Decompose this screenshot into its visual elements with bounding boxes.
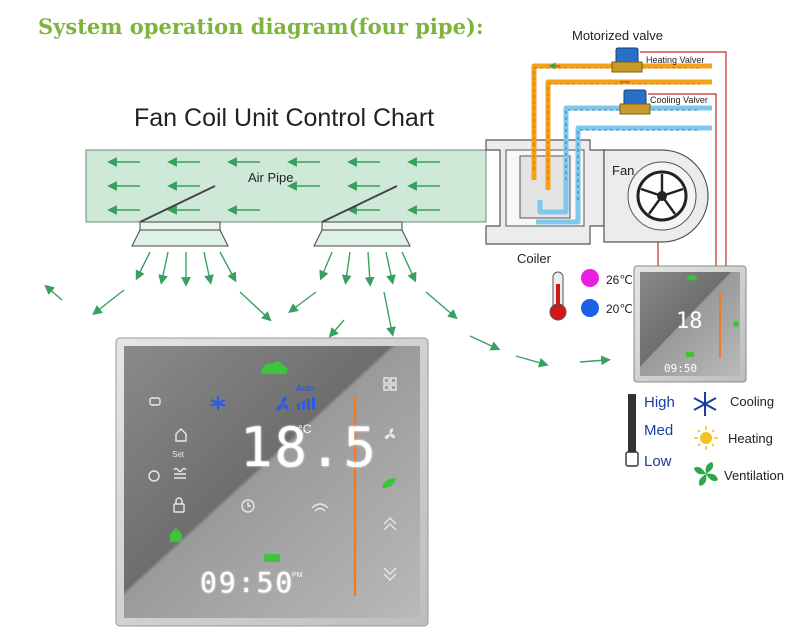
heating-flow-arrows: [548, 62, 630, 83]
heating-sun-icon: [694, 426, 718, 450]
cooling-valve-icon: [619, 89, 651, 115]
small-thermostat: 18 09:50: [633, 265, 747, 383]
diagram-title: System operation diagram(four pipe):: [38, 14, 484, 39]
fan-label: Fan: [612, 163, 635, 178]
fan-speed-med: Med: [644, 422, 674, 439]
hot-temp-dot: [581, 269, 599, 287]
heating-valve-icon: [611, 47, 643, 73]
air-pipe-label: Air Pipe: [248, 170, 294, 185]
cooling-snowflake-icon: [693, 392, 717, 416]
thermostat-fan-mode: Auto: [296, 384, 315, 393]
main-thermostat: [115, 337, 429, 627]
svg-text:09:50: 09:50: [664, 362, 697, 375]
fan-speed-high: High: [644, 394, 675, 411]
svg-text:18: 18: [676, 309, 703, 334]
chart-title: Fan Coil Unit Control Chart: [134, 104, 435, 132]
thermostat-unit: °C: [298, 422, 312, 436]
ventilation-fan-icon: [694, 462, 718, 486]
fan-housing: [603, 149, 709, 243]
thermostat-period: PM: [292, 572, 303, 579]
mode-heating-label: Heating: [728, 431, 773, 446]
diffuser-right: [313, 185, 411, 247]
heating-valve-label: Heating Valver: [646, 55, 705, 65]
cold-temp-dot: [581, 299, 599, 317]
control-wires: [640, 51, 727, 266]
thermostat-temperature: 18.5: [240, 416, 379, 479]
diffuser-left: [131, 185, 229, 247]
hot-temp-label: 26℃: [606, 273, 633, 287]
thermometer-icon: [549, 271, 567, 321]
supply-air-arrows: [44, 251, 611, 377]
cold-temp-label: 20℃: [606, 302, 633, 316]
mode-cooling-label: Cooling: [730, 394, 775, 409]
fan-speed-low: Low: [644, 453, 672, 470]
thermostat-set-label: Set: [172, 450, 185, 459]
cooling-valve-label: Cooling Valver: [650, 95, 708, 105]
motorized-valve-label: Motorized valve: [572, 28, 664, 43]
mode-ventilation-label: Ventilation: [724, 468, 784, 483]
fan-speed-bar-icon: [625, 394, 639, 467]
air-flow-arrows: [107, 157, 440, 215]
coiler-label: Coiler: [517, 251, 551, 266]
thermostat-time: 09:50: [200, 566, 295, 599]
